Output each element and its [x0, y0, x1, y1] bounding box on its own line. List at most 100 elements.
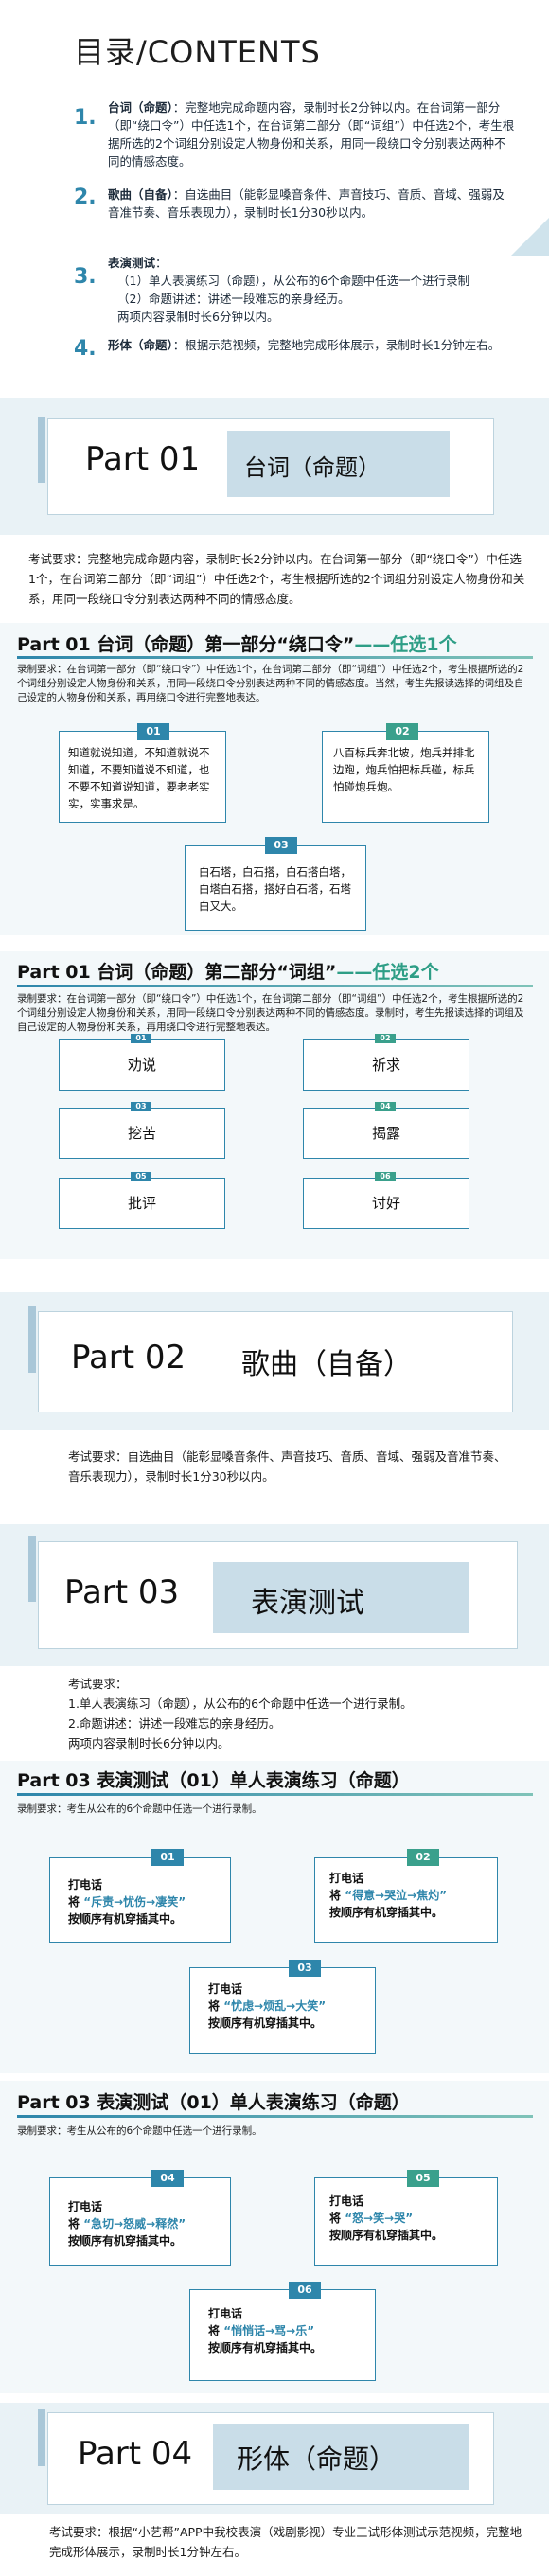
word-card-1: 劝说 [59, 1039, 225, 1091]
sec4-note: 录制要求：考生从公布的6个命题中任选一个进行录制。 [17, 2125, 262, 2137]
sec4-underline [17, 2115, 533, 2118]
sec4-card-2 [314, 2177, 498, 2266]
phone-line-2: 将 “忧虑→烦乱→大笑” [208, 1998, 369, 2015]
word-card-5-tab: 05 [131, 1172, 151, 1181]
phone-pre: 将 [329, 1889, 342, 1902]
phone-line-1: 打电话 [208, 1982, 243, 1996]
word-card-4: 揭露 [303, 1108, 469, 1159]
word-card-2: 祈求 [303, 1039, 469, 1091]
part03-requirement: 考试要求： 1.单人表演练习（命题），从公布的6个命题中任选一个进行录制。 2.… [68, 1674, 513, 1753]
part04-title-box [213, 2424, 469, 2490]
sec4-card-3-text: 打电话 将 “悄悄话→骂→乐” 按顺序有机穿插其中。 [208, 2305, 369, 2356]
phone-line-2: 将 “得意→哭泣→焦灼” [329, 1887, 490, 1904]
phone-line-2: 将 “悄悄话→骂→乐” [208, 2322, 369, 2339]
toc-item-title: 台词（命题） [108, 100, 173, 115]
toc-item-title: 歌曲（自备） [108, 187, 173, 202]
phone-highlight: “忧虑→烦乱→大笑” [223, 1999, 327, 2013]
part02-requirement: 考试要求：自选曲目（能彰显嗓音条件、声音技巧、音质、音域、强弱及音准节奏、音乐表… [68, 1449, 506, 1483]
phone-line-3: 按顺序有机穿插其中。 [68, 2234, 183, 2247]
word-card-3-tab: 03 [131, 1102, 151, 1111]
sec1-card-3 [185, 845, 366, 931]
toc-item-text: ： [155, 256, 168, 270]
sec2-heading: Part 01 台词（命题）第二部分“词组”——任选2个 [17, 958, 439, 984]
part04-title: 形体（命题） [237, 2443, 397, 2475]
phone-highlight: “得意→哭泣→焦灼” [345, 1889, 448, 1902]
phone-line-1: 打电话 [68, 2200, 103, 2213]
sec1-underline [17, 656, 533, 659]
part01-accent-bar [38, 417, 45, 483]
word-card-6-tab: 06 [375, 1172, 396, 1181]
word-card-3: 挖苦 [59, 1108, 225, 1159]
sec3-card-1-text: 打电话 将 “斥责→忧伤→凄笑” 按顺序有机穿插其中。 [68, 1876, 229, 1928]
sec4-card-2-tab: 05 [407, 2170, 439, 2187]
sec3-underline [17, 1793, 533, 1796]
sec4-card-1-text: 打电话 将 “急切→怒威→释然” 按顺序有机穿插其中。 [68, 2198, 229, 2249]
toc-num-3: 3. [74, 265, 97, 289]
phone-line-3: 按顺序有机穿插其中。 [208, 2341, 323, 2354]
phone-highlight: “急切→怒威→释然” [83, 2217, 186, 2230]
sec1-heading-accent: ——任选1个 [354, 634, 457, 655]
part02-box [38, 1311, 513, 1412]
part04-accent-bar [38, 2409, 45, 2466]
part02-label: Part 02 [71, 1339, 186, 1377]
phone-line-2: 将 “斥责→忧伤→凄笑” [68, 1893, 229, 1910]
sec1-heading-text: Part 01 台词（命题）第一部分“绕口令” [17, 634, 355, 655]
sec3-note: 录制要求：考生从公布的6个命题中任选一个进行录制。 [17, 1803, 262, 1815]
sec3-card-1-tab: 01 [151, 1849, 184, 1866]
phone-line-3: 按顺序有机穿插其中。 [68, 1912, 183, 1926]
sec3-card-3 [189, 1967, 376, 2054]
part03-req-head: 考试要求： [68, 1677, 128, 1691]
sec4-card-2-text: 打电话 将 “怒→笑→哭” 按顺序有机穿插其中。 [329, 2193, 490, 2244]
phone-line-2: 将 “急切→怒威→释然” [68, 2215, 229, 2232]
sec1-card-1 [59, 731, 226, 823]
toc-item-2: 歌曲（自备）：自选曲目（能彰显嗓音条件、声音技巧、音质、音域、强弱及音准节奏、音… [108, 186, 515, 222]
phone-highlight: “悄悄话→骂→乐” [223, 2324, 315, 2337]
part02-accent-bar [28, 1306, 36, 1373]
sec1-heading: Part 01 台词（命题）第一部分“绕口令”——任选1个 [17, 631, 457, 656]
part01-label: Part 01 [85, 440, 201, 478]
toc-item-text: ：完整地完成命题内容，录制时长2分钟以内。在台词第一部分（即“绕口令”）中任选1… [108, 100, 515, 169]
toc-item-text: ：根据示范视频，完整地完成形体展示，录制时长1分钟左右。 [172, 338, 501, 352]
phone-line-3: 按顺序有机穿插其中。 [329, 2229, 444, 2242]
toc-item-4: 形体（命题）：根据示范视频，完整地完成形体展示，录制时长1分钟左右。 [108, 336, 515, 354]
sec1-card-1-text: 知道就说知道，不知道就说不知道，不要知道说不知道，也不要不知道说知道，要老老实实… [68, 746, 210, 810]
word-card-2-tab: 02 [375, 1034, 396, 1043]
sec3-heading: Part 03 表演测试（01）单人表演练习（命题） [17, 1770, 410, 1791]
sec2-note: 录制要求：在台词第一部分（即“绕口令”）中任选1个，在台词第二部分（即“词组”）… [17, 993, 524, 1033]
part03-req-line-1: 1.单人表演练习（命题），从公布的6个命题中任选一个进行录制。 [68, 1697, 413, 1711]
sec2-underline [17, 985, 533, 987]
sec3-card-3-tab: 03 [289, 1960, 321, 1977]
part03-req-line-3: 两项内容录制时长6分钟以内。 [68, 1736, 230, 1750]
sec1-card-2 [322, 731, 489, 823]
sec1-card-3-text: 白石塔，白石搭，白石搭白塔，白塔白石搭，搭好白石塔，石塔白又大。 [199, 865, 351, 913]
part03-label: Part 03 [64, 1573, 180, 1611]
sec1-card-2-text: 八百标兵奔北坡，炮兵并排北边跑，炮兵怕把标兵碰，标兵怕碰炮兵炮。 [333, 746, 475, 793]
phone-line-3: 按顺序有机穿插其中。 [208, 2016, 323, 2030]
contents-section: 目录/CONTENTS 1. 台词（命题）：完整地完成命题内容，录制时长2分钟以… [0, 0, 549, 364]
sec1-card-1-tab: 01 [137, 723, 169, 740]
contents-title: 目录/CONTENTS [74, 34, 321, 70]
sec1-card-2-tab: 02 [386, 723, 418, 740]
toc-item-1: 台词（命题）：完整地完成命题内容，录制时长2分钟以内。在台词第一部分（即“绕口令… [108, 98, 515, 170]
toc-item-3: 表演测试： （1）单人表演练习（命题），从公布的6个命题中任选一个进行录制 （2… [108, 254, 515, 326]
toc-item-text: ：自选曲目（能彰显嗓音条件、声音技巧、音质、音域、强弱及音准节奏、音乐表现力），… [108, 187, 505, 220]
sec4-card-1-tab: 04 [151, 2170, 184, 2187]
word-card-4-tab: 04 [375, 1102, 396, 1111]
corner-decoration [511, 218, 549, 256]
sec2-heading-accent: ——任选2个 [336, 962, 439, 983]
sec3-card-2-text: 打电话 将 “得意→哭泣→焦灼” 按顺序有机穿插其中。 [329, 1870, 490, 1921]
sec1-note: 录制要求：在台词第一部分（即“绕口令”）中任选1个，在台词第二部分（即“词组”）… [17, 664, 524, 703]
part04-requirement: 考试要求：根据“小艺帮”APP中我校表演（戏剧影视）专业三试形体测试示范视频，完… [49, 2525, 522, 2559]
sec1-card-3-tab: 03 [265, 837, 297, 854]
part02-title: 歌曲（自备） [241, 1348, 412, 1381]
sec3-card-3-text: 打电话 将 “忧虑→烦乱→大笑” 按顺序有机穿插其中。 [208, 1981, 369, 2032]
word-card-5: 批评 [59, 1178, 225, 1229]
part04-label: Part 04 [78, 2435, 193, 2473]
part03-title-box [213, 1562, 469, 1633]
phone-line-3: 按顺序有机穿插其中。 [329, 1906, 444, 1919]
sec4-card-1 [49, 2177, 231, 2266]
part01-title: 台词（命题） [244, 454, 381, 481]
part03-title: 表演测试 [251, 1587, 364, 1620]
toc-item-title: 表演测试 [108, 256, 156, 270]
toc-sub-2: （2）命题讲述：讲述一段难忘的亲身经历。 [117, 292, 350, 306]
